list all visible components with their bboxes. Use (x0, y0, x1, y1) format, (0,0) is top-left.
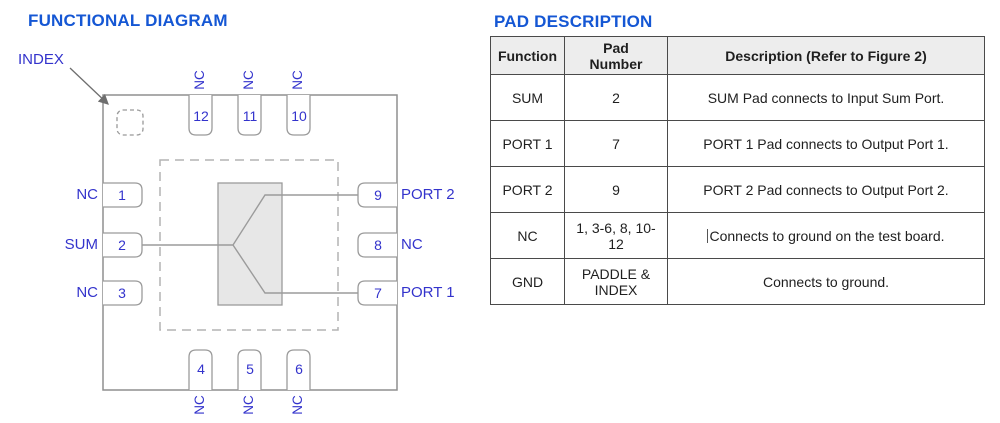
pin-number-4: 4 (197, 361, 205, 377)
column-header-function-label: Function (497, 47, 558, 64)
pin-label-12-nc: NC (192, 70, 207, 90)
cell-function: SUM (490, 74, 565, 121)
pin-label-6-nc: NC (290, 395, 305, 415)
cell-function: NC (490, 212, 565, 259)
column-header-pad-number-label: Pad Number (589, 39, 643, 72)
pin-label-10-nc: NC (290, 70, 305, 90)
pin-number-5: 5 (246, 361, 254, 377)
pin-label-7-port1: PORT 1 (401, 284, 455, 301)
pin-number-9: 9 (374, 187, 382, 203)
pin-pad-8 (357, 232, 397, 258)
pin-pad-5 (237, 349, 262, 390)
pin-pad-12 (188, 95, 213, 136)
pin-label-1-nc: NC (76, 186, 98, 203)
cell-pad-number: 9 (564, 166, 668, 213)
index-label: INDEX (18, 51, 64, 68)
internal-dashed-boundary (159, 159, 339, 331)
column-header-function: Function (490, 36, 565, 75)
pad-description-table-wrap: Function Pad Number Description (Refer t… (490, 36, 985, 305)
cell-description: PORT 2 Pad connects to Output Port 2. (667, 166, 985, 213)
pin-pad-10 (286, 95, 311, 136)
table-row-port2: PORT 2 9 PORT 2 Pad connects to Output P… (490, 166, 985, 213)
cell-function: GND (490, 258, 565, 305)
pin-label-5-nc: NC (241, 395, 256, 415)
cell-description: Connects to ground on the test board. (667, 212, 985, 259)
cell-pad-number: 7 (564, 120, 668, 167)
column-header-pad-number: Pad Number (564, 36, 668, 75)
pin-number-1: 1 (118, 187, 126, 203)
index-arrow (69, 67, 109, 105)
pin-number-8: 8 (374, 237, 382, 253)
cell-pad-number: 1, 3-6, 8, 10-12 (564, 212, 668, 259)
pin-number-12: 12 (193, 108, 209, 124)
pin-pad-4 (188, 349, 213, 390)
pin-number-2: 2 (118, 237, 126, 253)
table-row-gnd: GND PADDLE & INDEX Connects to ground. (490, 258, 985, 305)
cell-description: SUM Pad connects to Input Sum Port. (667, 74, 985, 121)
pin-pad-3 (103, 280, 143, 306)
functional-diagram-title: FUNCTIONAL DIAGRAM (28, 11, 228, 30)
table-row-sum: SUM 2 SUM Pad connects to Input Sum Port… (490, 74, 985, 121)
cell-pad-number: PADDLE & INDEX (564, 258, 668, 305)
splitter-symbol (142, 194, 358, 294)
cell-pad-number-text: 1, 3-6, 8, 10-12 (576, 219, 656, 252)
pin-number-10: 10 (291, 108, 307, 124)
pad-description-title: PAD DESCRIPTION (494, 12, 653, 31)
cell-description-text: Connects to ground on the test board. (709, 227, 945, 244)
cell-pad-number: 2 (564, 74, 668, 121)
pin-pad-2 (103, 232, 143, 258)
pad-description-table: Function Pad Number Description (Refer t… (490, 36, 985, 305)
pin-pad-7 (357, 280, 397, 306)
table-row-port1: PORT 1 7 PORT 1 Pad connects to Output P… (490, 120, 985, 167)
splitter-block (217, 182, 283, 306)
pin-pad-11 (237, 95, 262, 136)
cell-description: Connects to ground. (667, 258, 985, 305)
column-header-description-label: Description (Refer to Figure 2) (725, 47, 927, 64)
pin-label-4-nc: NC (192, 395, 207, 415)
cell-function: PORT 2 (490, 166, 565, 213)
cell-description: PORT 1 Pad connects to Output Port 1. (667, 120, 985, 167)
cell-function: PORT 1 (490, 120, 565, 167)
pin-label-2-sum: SUM (64, 236, 98, 253)
pin-number-7: 7 (374, 285, 382, 301)
pin-pad-6 (286, 349, 311, 390)
column-header-description: Description (Refer to Figure 2) (667, 36, 985, 75)
cell-pad-number-text: PADDLE & INDEX (581, 265, 651, 298)
pin-label-3-nc: NC (76, 284, 98, 301)
pin-number-11: 11 (242, 108, 258, 124)
index-mark (116, 109, 144, 136)
table-row-nc: NC 1, 3-6, 8, 10-12 Connects to ground o… (490, 212, 985, 259)
pin-number-6: 6 (295, 361, 303, 377)
pin-pad-1 (103, 182, 143, 208)
pin-pad-9 (357, 182, 397, 208)
pin-label-11-nc: NC (241, 70, 256, 90)
pin-number-3: 3 (118, 285, 126, 301)
pin-label-8-nc: NC (401, 236, 423, 253)
text-cursor (707, 228, 709, 243)
table-header-row: Function Pad Number Description (Refer t… (490, 36, 985, 75)
functional-diagram-canvas (69, 67, 398, 391)
pin-label-9-port2: PORT 2 (401, 186, 455, 203)
